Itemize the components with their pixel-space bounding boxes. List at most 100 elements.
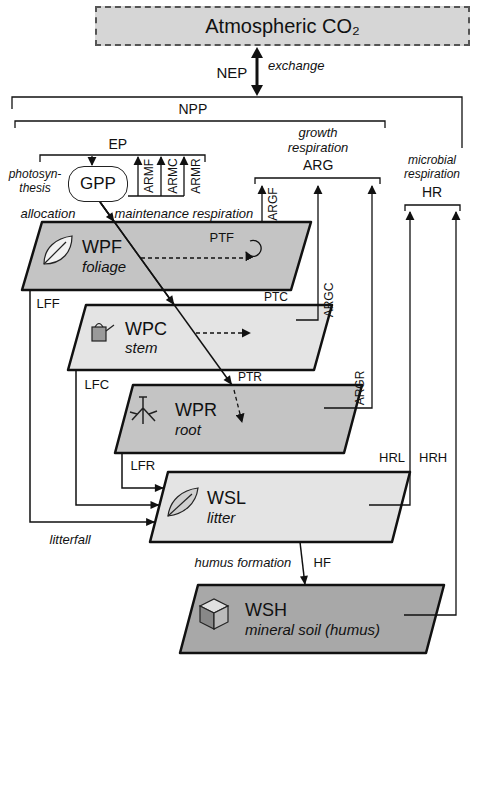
process-box: GPP: [68, 166, 128, 202]
label-holder: HRH: [419, 451, 447, 466]
connector: [300, 542, 308, 585]
label-holder: HF: [314, 556, 331, 571]
annotation-label: ARMF: [143, 159, 155, 193]
arrow-head: [223, 375, 232, 385]
annotation-label: ARGF: [266, 187, 278, 220]
arrow-head: [300, 576, 308, 585]
label-holder: ARG: [303, 157, 333, 173]
flux-line: [128, 195, 184, 196]
edge-label: LFF: [37, 297, 60, 312]
pool-outline: [68, 305, 332, 370]
label-holder: ARMC: [166, 158, 178, 193]
flux-arrow: [369, 212, 410, 505]
pool-outline: [22, 222, 311, 290]
pool-description: litter: [207, 509, 410, 526]
label-holder: LFC: [85, 378, 110, 393]
pool-name: WSH: [245, 600, 444, 621]
stem-icon: [92, 327, 106, 341]
label-holder: NPP: [179, 101, 208, 117]
pool-name: Atmospheric CO₂: [205, 15, 359, 38]
pool-outline: [115, 385, 362, 453]
label-holder: growth respiration: [282, 126, 354, 156]
label-holder: HR: [422, 184, 442, 200]
connector: [122, 453, 164, 492]
label-holder: PTF: [210, 231, 235, 246]
label-holder: humus formation: [195, 556, 292, 571]
annotation-label: PTF: [210, 231, 235, 246]
transfer-dash: [141, 257, 244, 258]
label-holder: litterfall: [50, 533, 91, 548]
label-holder: photosyn- thesis: [7, 168, 63, 196]
label-holder: PTC: [264, 291, 288, 305]
annotation-label: HR: [422, 184, 442, 200]
pool-outline: [150, 472, 410, 542]
pool-name: GPP: [80, 174, 116, 194]
atmosphere-box: Atmospheric CO₂: [95, 6, 470, 46]
annotation-label: litterfall: [50, 533, 91, 548]
exchange-arrow: [256, 56, 259, 88]
label-holder: LFR: [131, 459, 156, 474]
annotation-label: ARGC: [323, 283, 335, 318]
pool-description: mineral soil (humus): [245, 621, 444, 638]
bracket: [40, 155, 205, 162]
annotation-label: PTC: [264, 291, 288, 305]
pool-box: WPCstem: [68, 305, 332, 370]
pool-description: root: [175, 421, 362, 438]
annotation-label: PTR: [238, 371, 262, 385]
annotation-label: ARMC: [166, 158, 178, 193]
pool-name: WSL: [207, 488, 410, 509]
label-holder: ARMF: [143, 159, 155, 193]
label-holder: maintenance respiration: [115, 207, 254, 222]
flux-arrow: [160, 157, 161, 196]
label-holder: ARGF: [266, 187, 278, 220]
annotation-label: growth respiration: [282, 126, 354, 156]
arrow-head: [251, 85, 263, 96]
connector-line: [122, 453, 164, 488]
annotation-label: microbial respiration: [399, 154, 465, 182]
pool-shape: [22, 222, 311, 290]
label-holder: ARGR: [354, 371, 366, 406]
pool-box: WPFfoliage: [22, 222, 311, 290]
pool-name: WPF: [82, 237, 311, 258]
pool-description: foliage: [82, 258, 311, 275]
annotation-label: ARG: [303, 157, 333, 173]
pool-shape: [180, 585, 444, 653]
arrow-head: [251, 47, 263, 58]
label-holder: HRL: [379, 451, 405, 466]
pool-shape: [68, 305, 332, 370]
annotation-label: EP: [109, 136, 128, 152]
pool-outline: [180, 585, 444, 653]
annotation-label: HRH: [419, 451, 447, 466]
flux-arrow: [261, 186, 262, 222]
label-holder: PTR: [238, 371, 262, 385]
pool-description: stem: [125, 339, 332, 356]
flux-arrow: [404, 212, 456, 615]
bracket: [255, 178, 380, 184]
pool-box: WPRroot: [115, 385, 362, 453]
label-holder: ARGC: [323, 283, 335, 318]
annotation-label: NPP: [179, 101, 208, 117]
flux-arrow: [91, 156, 92, 165]
bracket: [405, 205, 460, 211]
label-holder: NEP: [217, 64, 248, 81]
edge-label: LFR: [131, 459, 156, 474]
annotation-label: NEP: [217, 64, 248, 81]
annotation-label: HRL: [379, 451, 405, 466]
flux-arrow: [183, 157, 184, 196]
edge-label: HF: [314, 556, 331, 571]
annotation-label: photosyn- thesis: [7, 168, 63, 196]
label-holder: exchange: [268, 59, 324, 74]
pool-name: WPC: [125, 319, 332, 340]
label-holder: allocation: [21, 207, 76, 222]
annotation-label: ARGR: [354, 371, 366, 406]
label-holder: microbial respiration: [399, 154, 465, 182]
label-holder: EP: [109, 136, 128, 152]
bracket: [12, 97, 462, 148]
pool-name: WPR: [175, 400, 362, 421]
pool-box: WSLlitter: [150, 472, 410, 542]
annotation-label: humus formation: [195, 556, 292, 571]
annotation-label: allocation: [21, 207, 76, 222]
